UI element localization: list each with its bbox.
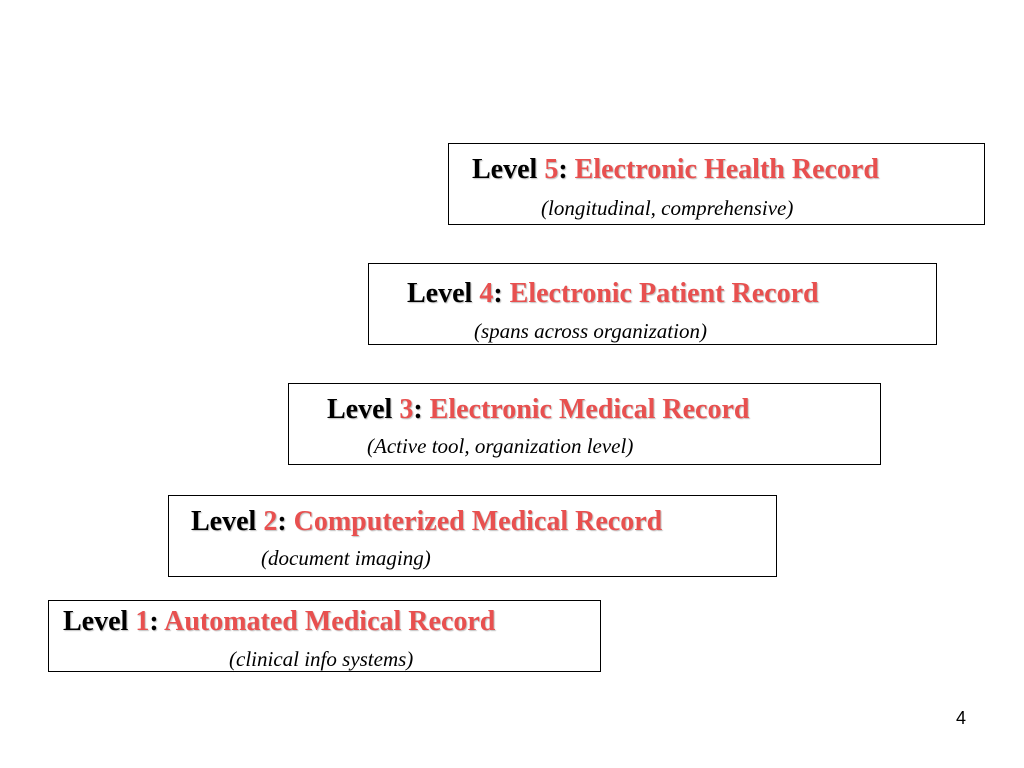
level-3-number: 3 [399,394,414,425]
level-3-subtitle: (Active tool, organization level) [367,434,634,458]
level-4-colon: : [493,278,503,309]
level-1-title: Level 1: Automated Medical Record [63,606,495,638]
level-2-name: Computerized Medical Record [293,506,663,537]
level-4-subtitle: (spans across organization) [474,319,707,343]
level-4-number: 4 [479,278,494,309]
level-4-name: Electronic Patient Record [509,278,819,309]
level-1-number: 1 [135,606,150,637]
level-5-subtitle: (longitudinal, comprehensive) [541,196,794,220]
level-4-word: Level [407,278,473,309]
level-3-name: Electronic Medical Record [429,394,750,425]
level-1-box: Level 1: Automated Medical Record (clini… [48,600,601,672]
level-1-subtitle: (clinical info systems) [229,647,414,671]
level-2-word: Level [191,506,257,537]
level-5-word: Level [472,154,538,185]
level-5-box: Level 5: Electronic Health Record (longi… [448,143,985,225]
level-5-number: 5 [544,154,559,185]
level-2-title: Level 2: Computerized Medical Record [191,506,662,538]
level-4-title: Level 4: Electronic Patient Record [407,278,819,310]
level-3-title: Level 3: Electronic Medical Record [327,394,749,426]
level-1-word: Level [63,606,129,637]
level-1-name: Automated Medical Record [164,606,496,637]
level-3-word: Level [327,394,393,425]
level-5-title: Level 5: Electronic Health Record [472,154,879,186]
level-2-colon: : [277,506,287,537]
level-2-box: Level 2: Computerized Medical Record (do… [168,495,777,577]
level-5-name: Electronic Health Record [574,154,879,185]
page-number: 4 [955,708,966,728]
level-3-colon: : [413,394,423,425]
level-5-colon: : [558,154,568,185]
level-3-box: Level 3: Electronic Medical Record (Acti… [288,383,881,465]
level-2-number: 2 [263,506,278,537]
level-4-box: Level 4: Electronic Patient Record (span… [368,263,937,345]
level-2-subtitle: (document imaging) [261,546,431,570]
level-1-colon: : [149,606,159,637]
